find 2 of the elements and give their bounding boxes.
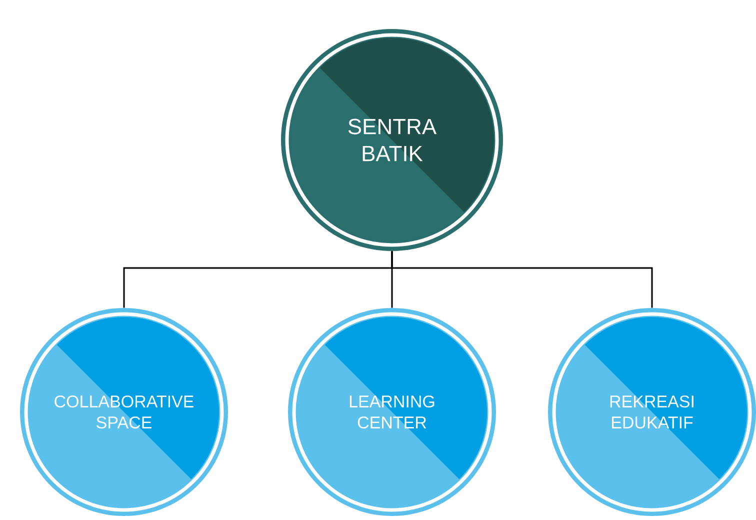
circle-node: SENTRA BATIK [281, 29, 503, 251]
connector-line [391, 251, 653, 308]
